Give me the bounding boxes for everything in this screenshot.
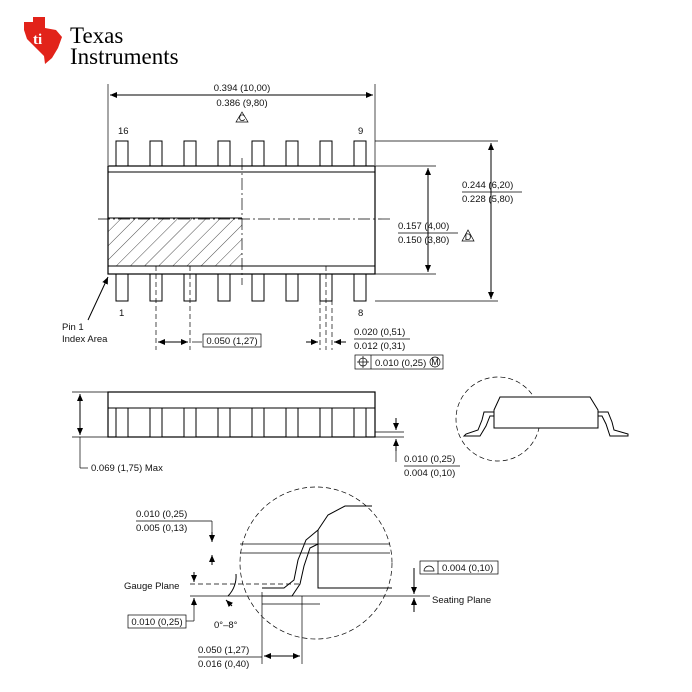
top-pin	[319, 140, 333, 169]
position-tolerance-frame	[354, 354, 444, 370]
length-min-label: 0.386 (9,80)	[216, 98, 267, 109]
pin-8-label: 8	[358, 308, 363, 319]
ti-logo: ti	[24, 17, 62, 64]
mmc-label: M	[431, 357, 439, 367]
lead-thick-min-label: 0.005 (0,13)	[136, 523, 187, 534]
side-view: 0.069 (1,75) Max 0.010 (0,25) 0.004 (0,1…	[72, 376, 629, 479]
coplanarity-label: 0.004 (0,10)	[442, 563, 493, 574]
section-hatch	[108, 218, 242, 266]
top-pin	[183, 140, 197, 169]
position-tolerance-label: 0.010 (0,25)	[375, 358, 426, 369]
brand-name-line2: Instruments	[70, 44, 179, 69]
top-pin	[285, 140, 299, 169]
standoff-min-label: 0.004 (0,10)	[404, 468, 455, 479]
pin-9-label: 9	[358, 126, 363, 137]
bottom-pin	[353, 271, 367, 302]
width-max-label: 0.244 (6,20)	[462, 180, 513, 191]
foot-max-label: 0.050 (1,27)	[198, 645, 249, 656]
side-pin	[251, 407, 265, 438]
lead-width-min-label: 0.012 (0,31)	[354, 341, 405, 352]
side-pin	[183, 407, 197, 438]
top-pin	[217, 140, 231, 169]
index-area-label-line1: Pin 1	[62, 322, 84, 333]
svg-text:ti: ti	[33, 32, 42, 48]
top-view: 0.394 (10,00) 0.386 (9,80) C 16 9	[62, 83, 522, 370]
note-c-label: C	[239, 113, 246, 123]
note-d-label: D	[465, 232, 472, 242]
bottom-pin	[115, 271, 129, 302]
coplanarity-frame	[419, 560, 499, 575]
angle-label: 0°–8°	[214, 620, 238, 631]
side-pin	[217, 407, 231, 438]
flatness-icon	[423, 565, 435, 572]
side-pin	[115, 407, 129, 438]
top-pin	[149, 140, 163, 169]
bottom-pin	[217, 271, 231, 302]
bottom-pin	[251, 271, 265, 302]
side-pin	[319, 407, 333, 438]
detail-view: 0.010 (0,25) 0.005 (0,13) Gauge Plane 0.…	[124, 486, 499, 670]
index-area-label-line2: Index Area	[62, 334, 108, 345]
standoff-max-label: 0.010 (0,25)	[404, 454, 455, 465]
side-pin	[149, 407, 163, 438]
end-profile-body	[493, 396, 599, 429]
detail-circle	[239, 486, 393, 640]
lead-width-max-label: 0.020 (0,51)	[354, 327, 405, 338]
bottom-pin	[285, 271, 299, 302]
body-width-min-label: 0.150 (3,80)	[398, 235, 449, 246]
width-min-label: 0.228 (5,80)	[462, 194, 513, 205]
pitch-label: 0.050 (1,27)	[206, 336, 257, 347]
gauge-plane-label: Gauge Plane	[124, 581, 179, 592]
brand-name-line1: Texas	[70, 23, 123, 48]
seating-plane-label: Seating Plane	[432, 595, 491, 606]
foot-min-label: 0.016 (0,40)	[198, 659, 249, 670]
top-pin	[251, 140, 265, 169]
side-pin	[285, 407, 299, 438]
top-pin	[353, 140, 367, 169]
pin-16-label: 16	[118, 126, 129, 137]
top-pin	[115, 140, 129, 169]
texas-state-icon	[24, 17, 62, 64]
gauge-offset-label: 0.010 (0,25)	[131, 617, 182, 628]
lead-thick-max-label: 0.010 (0,25)	[136, 509, 187, 520]
length-max-label: 0.394 (10,00)	[214, 83, 271, 94]
body-width-max-label: 0.157 (4,00)	[398, 221, 449, 232]
package-body-side	[107, 391, 376, 438]
mmc-icon	[429, 356, 441, 368]
height-max-label: 0.069 (1,75) Max	[91, 463, 163, 474]
side-pin	[353, 407, 367, 438]
pin-1-label: 1	[119, 308, 124, 319]
